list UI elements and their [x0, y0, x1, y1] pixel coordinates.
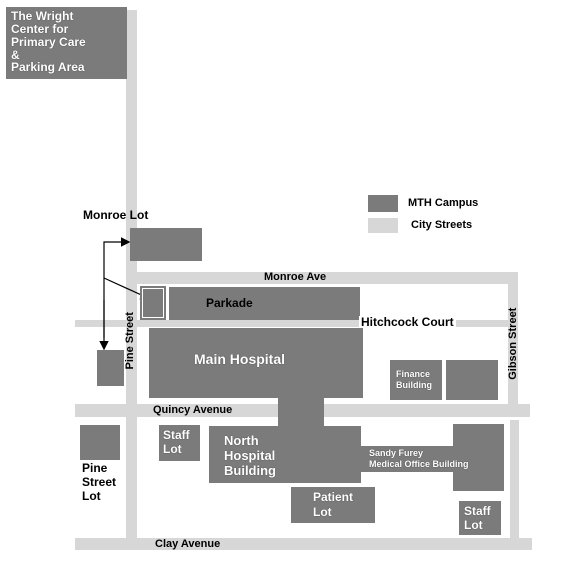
monroe-ave-label: Monroe Ave: [264, 271, 327, 283]
parkade-small[interactable]: [140, 286, 166, 320]
hitchcock-court-road: [75, 320, 517, 327]
wright-center-line-1: The Wright: [11, 9, 74, 23]
patient-lot-label-1: Patient: [313, 490, 354, 504]
staff-lot-right[interactable]: [459, 501, 501, 535]
north-hospital-building[interactable]: [209, 426, 361, 483]
patient-lot[interactable]: [291, 487, 375, 523]
sandy-furey-connector: [361, 446, 455, 472]
legend-campus-label: MTH Campus: [408, 197, 479, 209]
sandy-furey-building[interactable]: [453, 424, 504, 491]
parkade-label: Parkade: [206, 296, 253, 310]
wright-center-line-5: Parking Area: [11, 60, 85, 74]
gibson-street-label: Gibson Street: [507, 307, 520, 380]
parkade[interactable]: [169, 287, 360, 320]
gibson-street-road: [508, 272, 518, 406]
gibson-street-lower-road: [510, 420, 519, 538]
legend-streets-swatch: [368, 218, 398, 233]
pine-street-label: Pine Street: [124, 312, 137, 370]
monroe-ave-road: [137, 272, 517, 284]
finance-building-label-1: Finance: [396, 369, 431, 379]
wright-center-line-2: Center for: [11, 22, 69, 36]
wright-center-line-4: &: [11, 48, 20, 62]
sandy-furey-label-2: Medical Office Building: [369, 459, 469, 469]
pine-street-road: [126, 10, 137, 538]
north-hospital-label-3: Building: [224, 463, 276, 478]
finance-annex[interactable]: [446, 360, 498, 400]
pine-street-lot[interactable]: [80, 425, 120, 460]
main-hospital[interactable]: [149, 328, 363, 398]
staff-lot-left-label-1: Staff: [163, 428, 190, 442]
sandy-furey-label-1: Sandy Furey: [369, 448, 424, 458]
patient-lot-label-2: Lot: [313, 505, 332, 519]
north-hospital-label-1: North: [224, 433, 259, 448]
staff-lot-right-label-2: Lot: [464, 518, 483, 532]
hitchcock-court-label: Hitchcock Court: [359, 315, 456, 329]
staff-lot-left-label-2: Lot: [163, 442, 182, 456]
pine-street-lot-label-3: Lot: [82, 489, 101, 503]
pine-street-lot-label-2: Street: [82, 475, 117, 489]
pine-street-lower-road: [126, 417, 137, 538]
monroe-lot-label: Monroe Lot: [83, 208, 149, 222]
pine-lot-upper[interactable]: [97, 350, 124, 386]
wright-center-box[interactable]: The Wright Center for Primary Care & Par…: [6, 7, 127, 79]
pine-street-lot-label-1: Pine: [82, 461, 108, 475]
staff-lot-right-label-1: Staff: [464, 504, 491, 518]
finance-building-label-2: Building: [396, 380, 432, 390]
legend-campus-swatch: [368, 195, 398, 212]
quincy-avenue-label: Quincy Avenue: [153, 404, 233, 416]
staff-lot-left[interactable]: [159, 425, 200, 461]
hospital-connector: [278, 398, 324, 428]
wright-center-line-3: Primary Care: [11, 35, 86, 49]
clay-avenue-label: Clay Avenue: [155, 538, 221, 550]
monroe-lot[interactable]: [130, 228, 202, 261]
clay-avenue-road: [75, 538, 532, 550]
north-hospital-label-2: Hospital: [224, 448, 276, 463]
finance-building[interactable]: [390, 360, 442, 400]
main-hospital-label: Main Hospital: [194, 351, 286, 367]
legend-streets-label: City Streets: [411, 219, 473, 231]
